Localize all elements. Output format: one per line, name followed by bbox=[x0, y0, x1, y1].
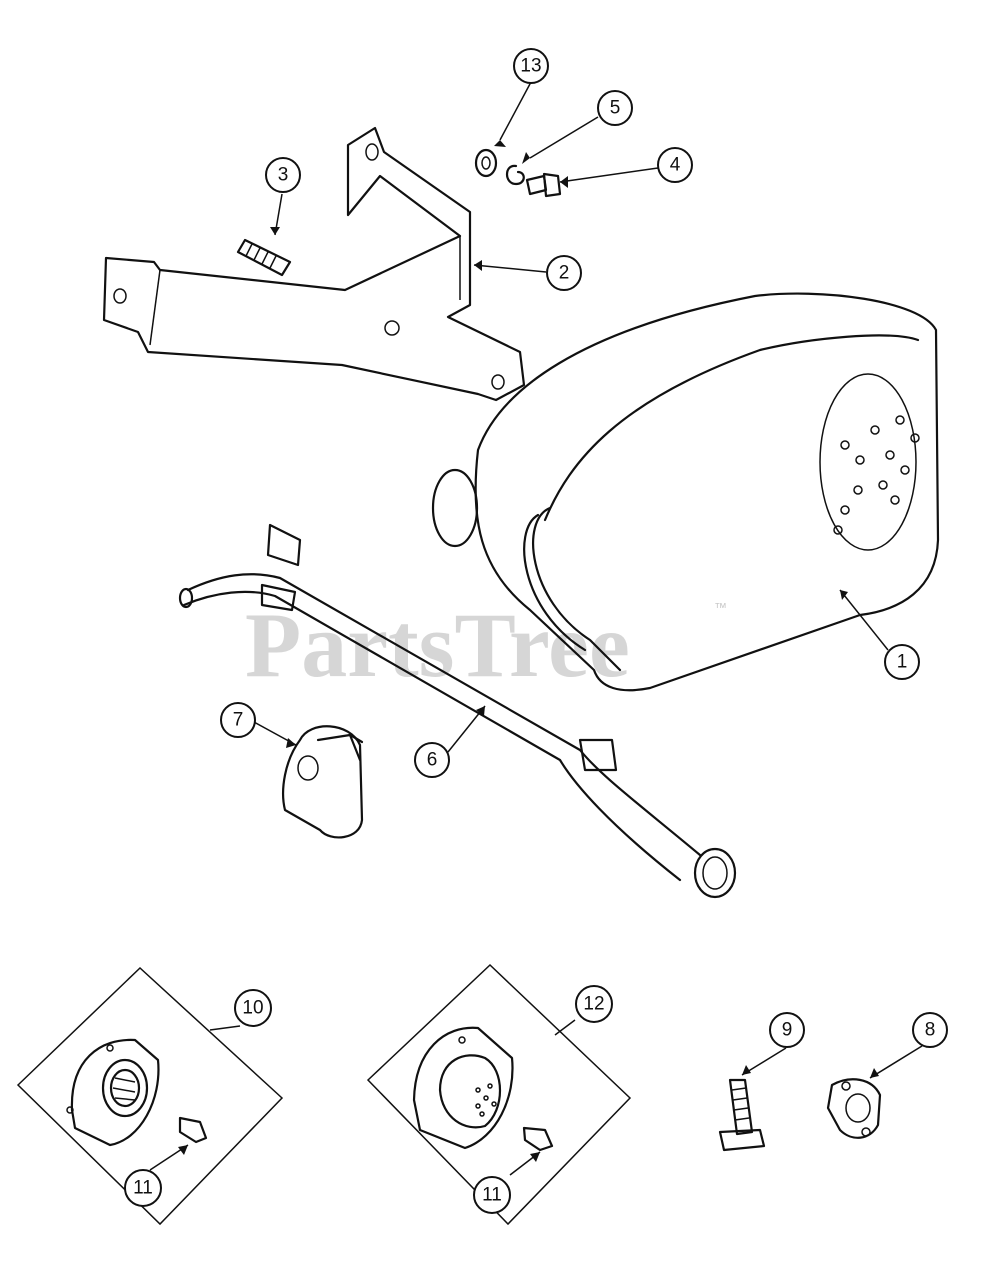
part-bolt[interactable] bbox=[718, 1078, 766, 1152]
callout-2-label: 2 bbox=[559, 263, 570, 284]
callout-11-right[interactable]: 11 bbox=[473, 1176, 511, 1214]
callout-4[interactable]: 4 bbox=[657, 147, 693, 183]
parts-tree-watermark: PartsTree ™ bbox=[245, 594, 727, 696]
callout-8-label: 8 bbox=[925, 1020, 936, 1041]
callout-13-label: 13 bbox=[520, 56, 541, 77]
callout-8[interactable]: 8 bbox=[912, 1012, 948, 1048]
callout-11-left-label: 11 bbox=[133, 1178, 153, 1199]
callout-10-label: 10 bbox=[242, 998, 263, 1019]
callout-11-right-label: 11 bbox=[482, 1185, 502, 1206]
callout-10[interactable]: 10 bbox=[234, 989, 272, 1027]
callout-9[interactable]: 9 bbox=[769, 1012, 805, 1048]
callout-12-label: 12 bbox=[583, 994, 604, 1015]
part-exhaust-pipe[interactable] bbox=[178, 523, 737, 899]
callout-7-label: 7 bbox=[233, 710, 244, 731]
part-washer[interactable] bbox=[474, 148, 498, 178]
part-spark-arrestor-screen-kit[interactable] bbox=[366, 963, 632, 1226]
callout-1-label: 1 bbox=[897, 652, 908, 673]
part-spark-arrestor-kit[interactable] bbox=[16, 966, 284, 1226]
leader-lines bbox=[149, 81, 923, 1176]
screen-mesh bbox=[475, 1083, 497, 1117]
part-bracket[interactable] bbox=[102, 126, 526, 402]
part-gasket[interactable] bbox=[826, 1078, 882, 1139]
callout-7[interactable]: 7 bbox=[220, 702, 256, 738]
callout-13[interactable]: 13 bbox=[513, 48, 549, 84]
part-lock-washer[interactable] bbox=[505, 164, 525, 186]
part-muffler[interactable] bbox=[431, 292, 940, 692]
part-clamp[interactable] bbox=[282, 725, 364, 839]
callout-9-label: 9 bbox=[782, 1020, 793, 1041]
callout-11-left[interactable]: 11 bbox=[124, 1169, 162, 1207]
callout-1[interactable]: 1 bbox=[884, 644, 920, 680]
callout-3[interactable]: 3 bbox=[265, 157, 301, 193]
callout-5-label: 5 bbox=[610, 98, 621, 119]
callout-6[interactable]: 6 bbox=[414, 742, 450, 778]
callout-6-label: 6 bbox=[427, 750, 438, 771]
callout-12[interactable]: 12 bbox=[575, 985, 613, 1023]
part-stud[interactable] bbox=[236, 238, 292, 277]
part-bolt-small[interactable] bbox=[525, 172, 562, 198]
watermark-trademark: ™ bbox=[714, 600, 727, 615]
callout-4-label: 4 bbox=[670, 155, 681, 176]
callout-2[interactable]: 2 bbox=[546, 255, 582, 291]
callout-3-label: 3 bbox=[278, 165, 289, 186]
muffler-outlet-holes bbox=[833, 415, 920, 535]
callout-5[interactable]: 5 bbox=[597, 90, 633, 126]
watermark-text: PartsTree bbox=[245, 594, 630, 696]
